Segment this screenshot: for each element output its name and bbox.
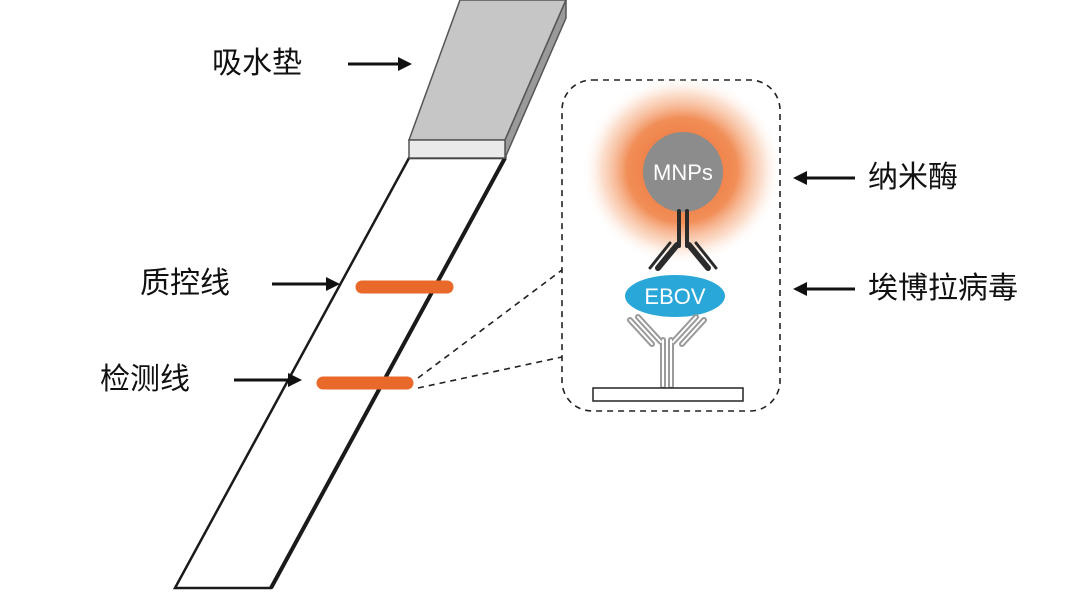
- zoom-line-bottom: [417, 356, 563, 389]
- ebov-particle: [625, 275, 725, 317]
- label-nanozyme: 纳米酶: [868, 160, 958, 195]
- label-absorbent-pad: 吸水垫: [212, 46, 302, 81]
- label-ebola-virus: 埃博拉病毒: [868, 271, 1018, 306]
- detection-antibody: [648, 209, 718, 271]
- arrow-nanozyme: [793, 171, 855, 185]
- ebov-label: EBOV: [644, 284, 705, 309]
- mnps-label: MNPs: [653, 160, 713, 185]
- absorbent-pad: [407, 0, 567, 159]
- arrow-ebola-virus: [793, 282, 855, 296]
- label-test-line: 检测线: [100, 362, 190, 397]
- arrow-absorbent-pad: [348, 57, 412, 71]
- arrow-test-line: [234, 373, 302, 387]
- test-strip-edge: [269, 157, 507, 589]
- zoom-line-top: [417, 269, 563, 379]
- substrate-bar: [592, 387, 744, 402]
- mnp-particle: [643, 132, 723, 212]
- test-strip: [172, 156, 508, 590]
- capture-antibody: [627, 314, 707, 389]
- label-control-line: 质控线: [140, 266, 230, 301]
- arrow-control-line: [272, 277, 340, 291]
